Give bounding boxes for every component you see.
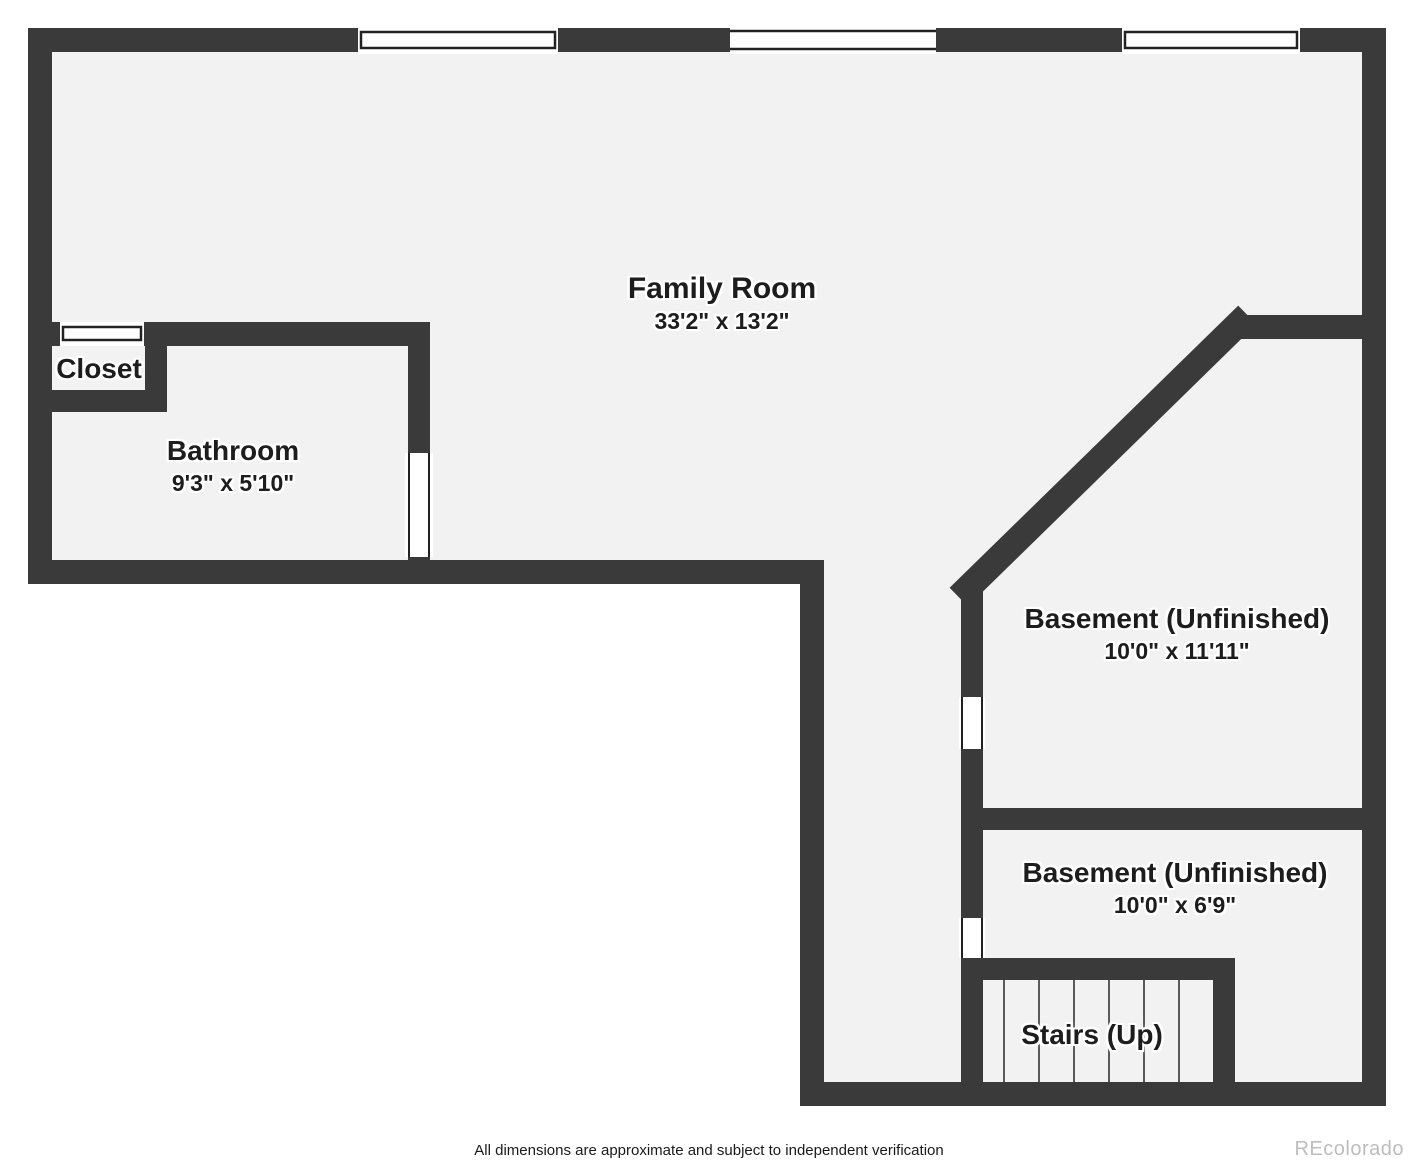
window-top-right bbox=[1122, 26, 1300, 54]
stairs-walls bbox=[961, 958, 1235, 1094]
exterior-walls bbox=[28, 28, 1386, 1106]
window-top-left bbox=[358, 26, 558, 54]
stairs-treads bbox=[1003, 980, 1180, 1082]
disclaimer-text: All dimensions are approximate and subje… bbox=[474, 1142, 944, 1159]
bathroom-door-opening bbox=[405, 453, 433, 557]
basement-door-opening-lower bbox=[959, 918, 985, 958]
basement-walls bbox=[949, 305, 1378, 1094]
watermark-recolorado: REcolorado bbox=[1294, 1138, 1404, 1160]
basement-door-opening-upper bbox=[959, 697, 985, 749]
closet-window bbox=[60, 322, 144, 346]
opening-top-center bbox=[730, 26, 936, 54]
